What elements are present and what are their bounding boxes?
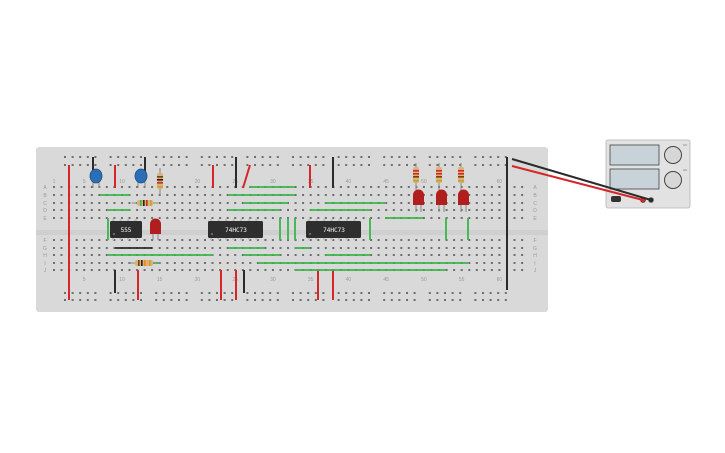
supply-lead-red[interactable] [511, 165, 644, 201]
resistor-horizontal-1[interactable] [132, 200, 158, 206]
chip-74hc73-a[interactable]: 74HC73 [208, 219, 263, 240]
column-label-top: 5 [83, 179, 86, 185]
rail-jumpers[interactable] [92, 157, 334, 300]
column-label-top: 40 [346, 179, 352, 185]
row-label: F [533, 238, 536, 244]
row-label: J [44, 268, 47, 274]
row-label: D [43, 208, 47, 214]
row-label: I [534, 261, 535, 267]
chip-74hc73-b-label: 74HC73 [323, 227, 345, 234]
led-1[interactable] [413, 189, 424, 212]
resistor-led-3[interactable] [458, 163, 464, 190]
column-label-bottom: 15 [157, 277, 163, 283]
column-label-bottom: 45 [383, 277, 389, 283]
row-label: G [533, 246, 537, 252]
chip-555-label: 555 [121, 227, 132, 234]
capacitor-1[interactable] [89, 168, 103, 188]
row-label: A [43, 185, 47, 191]
psu-knob-current-label: CC [683, 168, 688, 172]
row-label: A [533, 185, 537, 191]
row-label: E [43, 216, 47, 222]
column-label-top: 10 [119, 179, 125, 185]
row-label: H [43, 253, 47, 259]
row-label: G [43, 246, 47, 252]
column-label-bottom: 50 [421, 277, 427, 283]
column-label-bottom: 30 [270, 277, 276, 283]
psu-knob-voltage-label: CV [683, 143, 687, 147]
column-label-top: 45 [383, 179, 389, 185]
chip-74hc73-b[interactable]: 74HC73 [306, 219, 361, 240]
column-label-bottom: 55 [459, 277, 465, 283]
column-label-bottom: 40 [346, 277, 352, 283]
column-label-top: 30 [270, 179, 276, 185]
led-555[interactable] [150, 218, 161, 241]
resistor-vertical-1[interactable] [157, 168, 163, 195]
green-wires[interactable] [100, 186, 469, 271]
row-label: E [533, 216, 537, 222]
psu-display-bottom [609, 168, 660, 190]
psu-display-top [609, 144, 660, 166]
psu-knob-voltage[interactable] [664, 146, 682, 164]
column-label-top: 50 [421, 179, 427, 185]
psu-knob-current[interactable] [664, 171, 682, 189]
row-label: C [533, 201, 537, 207]
column-label-bottom: 10 [119, 277, 125, 283]
row-label: J [534, 268, 537, 274]
column-label-bottom: 20 [195, 277, 201, 283]
column-label-top: 1 [53, 179, 56, 185]
led-2[interactable] [436, 189, 447, 212]
column-label-top: 60 [497, 179, 503, 185]
row-label: C [43, 201, 47, 207]
capacitor-2[interactable] [134, 168, 148, 188]
row-label: I [44, 261, 45, 267]
supply-lead-black[interactable] [511, 158, 652, 201]
column-label-bottom: 5 [83, 277, 86, 283]
column-label-top: 20 [195, 179, 201, 185]
chip-555[interactable]: 555 [110, 219, 142, 240]
resistor-horizontal-2[interactable] [128, 260, 160, 266]
row-label: B [533, 193, 537, 199]
psu-power-switch[interactable] [611, 196, 621, 202]
column-label-bottom: 60 [497, 277, 503, 283]
row-label: F [43, 238, 46, 244]
row-label: H [533, 253, 537, 259]
chip-74hc73-a-label: 74HC73 [225, 227, 247, 234]
led-3[interactable] [458, 189, 469, 212]
resistor-led-2[interactable] [436, 163, 442, 190]
resistor-led-1[interactable] [413, 163, 419, 190]
row-label: B [43, 193, 47, 199]
column-label-bottom: 35 [308, 277, 314, 283]
row-label: D [533, 208, 537, 214]
power-supply[interactable]: CV CC [605, 139, 691, 209]
